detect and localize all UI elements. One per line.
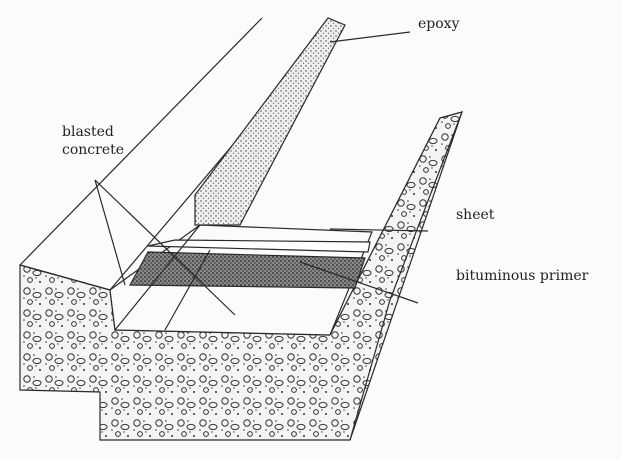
bituminous-primer-layer (128, 251, 366, 289)
label-sheet: sheet (456, 207, 495, 223)
right-wall (329, 111, 463, 441)
label-concrete: concrete (62, 142, 125, 158)
leader-epoxy (329, 31, 411, 43)
leader-primer (299, 261, 419, 304)
epoxy-layer (194, 17, 346, 226)
label-bituminous-primer: bituminous primer (456, 268, 589, 284)
label-blasted: blasted (62, 124, 114, 140)
trench-inner-edges (114, 224, 211, 331)
leader-sheet (329, 228, 429, 232)
leader-blasted-1 (94, 179, 126, 286)
label-epoxy: epoxy (418, 16, 460, 32)
leader-blasted-2 (94, 179, 236, 316)
sheet-layer (147, 239, 371, 253)
